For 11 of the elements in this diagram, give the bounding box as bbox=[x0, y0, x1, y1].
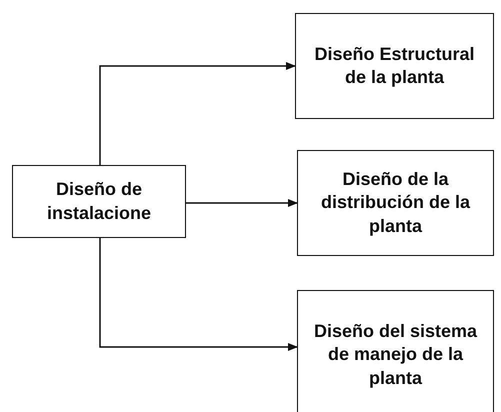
box-label: Diseño del sistema de manejo de la planta bbox=[312, 320, 478, 390]
box-label: Diseño de la distribución de la planta bbox=[320, 168, 472, 238]
process-box bbox=[12, 165, 186, 238]
arrow bbox=[99, 62, 296, 165]
arrow bbox=[99, 238, 298, 351]
process-box bbox=[295, 13, 494, 119]
process-box bbox=[297, 150, 494, 256]
box-label: Diseño Estructural de la planta bbox=[313, 42, 476, 89]
arrow bbox=[186, 199, 298, 207]
box-label: Diseño de instalacione bbox=[46, 178, 152, 224]
process-box bbox=[297, 290, 494, 412]
